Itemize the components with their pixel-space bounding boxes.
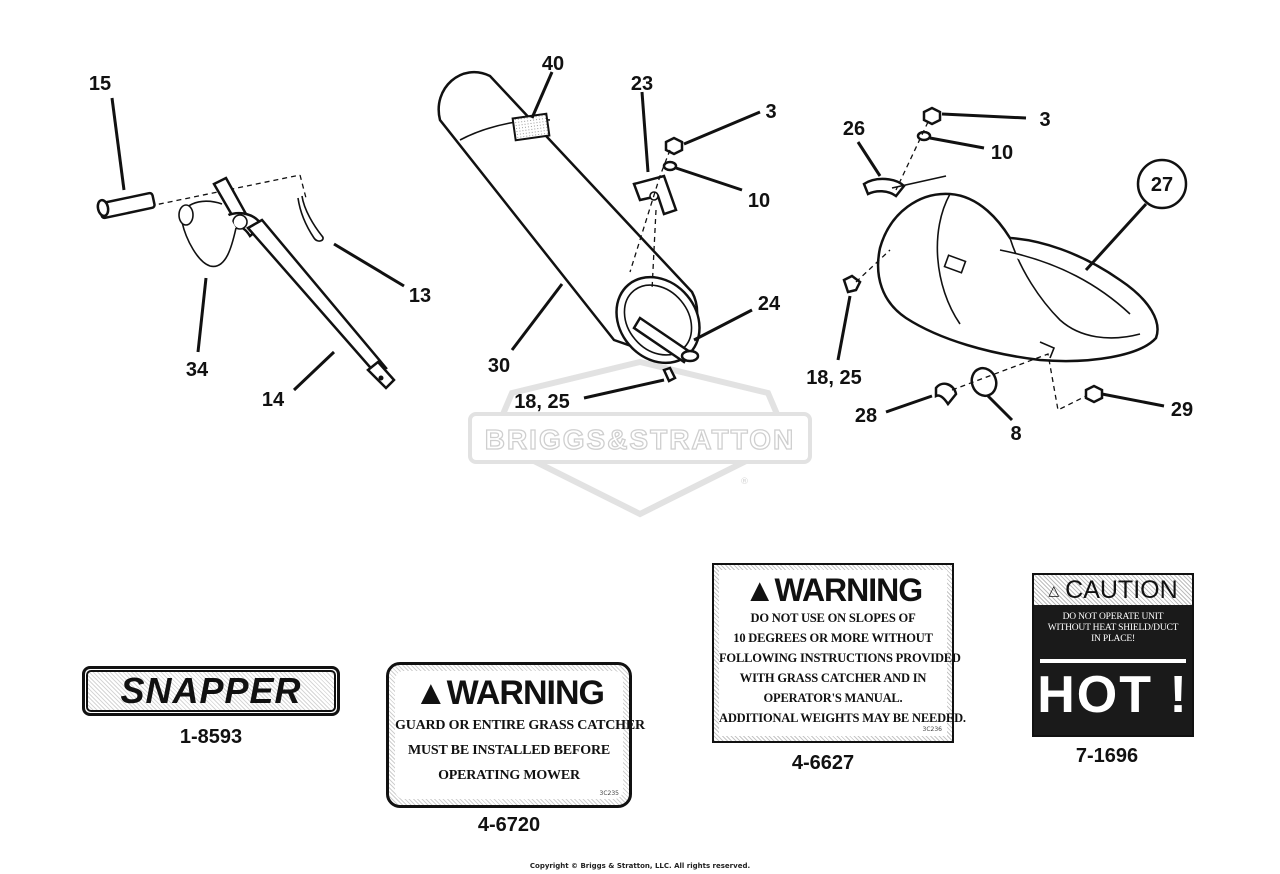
warning-guard-decal: ▲WARNING GUARD OR ENTIRE GRASS CATCHER M… xyxy=(386,662,645,808)
bolt-part-29 xyxy=(1084,384,1104,404)
callout-1825a: 18, 25 xyxy=(514,391,570,413)
warning-slopes-line: 10 DEGREES OR MORE WITHOUT xyxy=(733,631,933,645)
callout-30: 30 xyxy=(488,355,510,377)
callout-34: 34 xyxy=(186,359,209,381)
leader-line-34 xyxy=(196,277,208,353)
bolt-part-right xyxy=(842,274,862,294)
callout-10b: 10 xyxy=(991,142,1013,164)
callout-8: 8 xyxy=(1010,423,1021,445)
caution-triangle-icon: △ xyxy=(1048,581,1060,598)
leader-line-40 xyxy=(530,71,554,119)
warning-guard-line: GUARD OR ENTIRE GRASS CATCHER xyxy=(395,718,645,733)
watermark-text: BRIGGS&STRATTON xyxy=(485,424,796,455)
leader-line-3a xyxy=(683,110,761,146)
leader-line-10a xyxy=(675,166,743,192)
leader-line-1825b xyxy=(836,295,852,361)
warning-guard-line: OPERATING MOWER xyxy=(438,768,580,783)
callout-10a: 10 xyxy=(748,190,770,212)
leader-line-30 xyxy=(510,283,564,351)
warning-triangle-icon: ▲ xyxy=(414,674,448,712)
copyright-text: Copyright © Briggs & Stratton, LLC. All … xyxy=(530,862,750,870)
caution-line: WITHOUT HEAT SHIELD/DUCT xyxy=(1047,623,1179,633)
warning-slopes-heading: ▲WARNING xyxy=(743,572,923,608)
leader-line-27 xyxy=(1084,202,1148,272)
callout-3a: 3 xyxy=(765,101,776,123)
hitch-pin-part xyxy=(96,191,156,220)
warning-slopes-code: 3C236 xyxy=(922,726,942,733)
leader-line-1825a xyxy=(583,378,665,400)
callout-23: 23 xyxy=(631,73,653,95)
nut-part-right xyxy=(922,106,942,126)
warning-triangle-icon: ▲ xyxy=(743,572,776,608)
warning-slopes-line: WITH GRASS CATCHER AND IN xyxy=(739,671,927,685)
warning-slopes-line: ADDITIONAL WEIGHTS MAY BE NEEDED. xyxy=(719,711,966,725)
callout-15: 15 xyxy=(89,73,111,95)
caution-hot-text: HOT ! xyxy=(1037,666,1189,724)
callout-circle-27 xyxy=(1136,158,1188,210)
warning-guard-code: 3C235 xyxy=(599,790,619,797)
left-assembly: 15 34 14 13 xyxy=(89,73,431,411)
nut-part xyxy=(664,136,684,156)
warning-guard-line: MUST BE INSTALLED BEFORE xyxy=(407,743,610,758)
warning-slopes-line: DO NOT USE ON SLOPES OF xyxy=(750,611,916,625)
callout-40: 40 xyxy=(542,53,564,75)
caution-hot-decal: △ CAUTION DO NOT OPERATE UNIT WITHOUT HE… xyxy=(1032,573,1194,737)
leader-line-24 xyxy=(693,308,753,342)
callout-26: 26 xyxy=(843,118,865,140)
hairpin-part xyxy=(297,195,324,242)
caution-line: IN PLACE! xyxy=(1091,634,1135,644)
caution-heading: △ CAUTION xyxy=(1034,575,1192,605)
callout-3b: 3 xyxy=(1039,109,1050,131)
snapper-decal: SNAPPER xyxy=(82,666,340,716)
callout-13: 13 xyxy=(409,285,431,307)
snapper-decal-text: SNAPPER xyxy=(86,670,336,712)
watermark-registered: ® xyxy=(740,477,749,487)
bolt-part xyxy=(662,366,677,383)
leader-line-8 xyxy=(986,394,1014,422)
callout-29: 29 xyxy=(1171,399,1193,421)
leader-line-10b xyxy=(929,136,985,150)
middle-assembly: 40 23 3 10 24 30 18, 25 xyxy=(437,53,781,413)
clip-part xyxy=(862,177,906,198)
caution-line: DO NOT OPERATE UNIT xyxy=(1062,612,1164,622)
leader-line-3b xyxy=(941,112,1027,120)
part-number-4-6627: 4-6627 xyxy=(791,752,855,774)
leader-line-15 xyxy=(110,97,126,191)
leader-line-26 xyxy=(856,141,882,177)
caution-divider xyxy=(1040,659,1186,663)
pin-part xyxy=(632,316,692,364)
right-assembly: 26 3 10 27 18, 25 28 8 29 xyxy=(806,106,1193,445)
callout-24: 24 xyxy=(758,293,781,315)
callout-1825b: 18, 25 xyxy=(806,367,862,389)
lanyard-part xyxy=(180,200,237,268)
watermark-logo: BRIGGS&STRATTON ® xyxy=(468,358,812,518)
callout-28: 28 xyxy=(855,405,877,427)
washer-part xyxy=(662,160,678,172)
leader-line-13 xyxy=(333,242,405,288)
warning-slopes-decal: ▲WARNING DO NOT USE ON SLOPES OF 10 DEGR… xyxy=(712,563,966,743)
part-number-4-6720: 4-6720 xyxy=(477,814,541,836)
callout-27: 27 xyxy=(1151,174,1173,196)
rod-part xyxy=(212,176,396,390)
warning-guard-heading: ▲WARNING xyxy=(414,674,605,712)
clip-part-28 xyxy=(934,382,958,407)
decal-patch-part xyxy=(511,112,551,142)
part-number-1-8593: 1-8593 xyxy=(179,726,243,748)
part-number-7-1696: 7-1696 xyxy=(1075,745,1139,767)
leader-line-14 xyxy=(292,350,336,392)
warning-slopes-line: OPERATOR'S MANUAL. xyxy=(763,691,903,705)
alignment-dash xyxy=(299,174,307,199)
callout-14: 14 xyxy=(262,389,285,411)
leader-line-29 xyxy=(1101,392,1165,408)
leader-line-28 xyxy=(885,394,933,414)
leader-line-23 xyxy=(640,91,650,173)
warning-slopes-line: FOLLOWING INSTRUCTIONS PROVIDED xyxy=(719,651,961,665)
